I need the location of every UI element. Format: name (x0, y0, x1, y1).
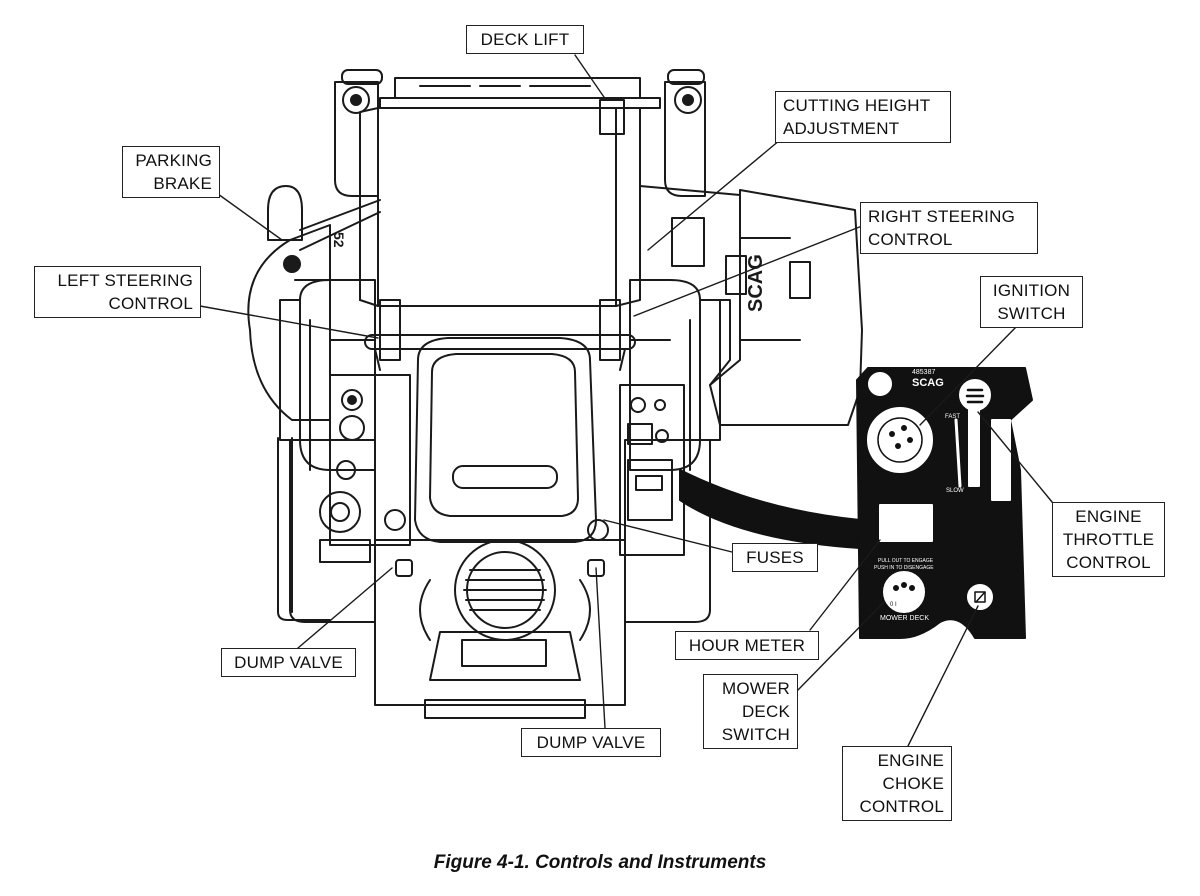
panel-brand: SCAG (912, 377, 944, 389)
engine (374, 539, 626, 719)
left-side (247, 185, 381, 621)
leader-left-steering (199, 305, 379, 339)
left-console (319, 374, 411, 563)
right-console (587, 384, 685, 556)
leader-dump-valve-left (297, 567, 393, 649)
callout-mower-deck-switch: MOWER DECK SWITCH (703, 674, 798, 749)
pto-pull-text: PULL OUT TO ENGAGE (878, 558, 934, 564)
pto-mower-deck-text: MOWER DECK (880, 615, 929, 622)
leader-deck-lift (574, 54, 607, 101)
leader-choke (907, 605, 979, 747)
leader-mower-deck-switch (797, 601, 885, 691)
seat (414, 337, 597, 543)
steering-levers (364, 299, 636, 371)
callout-engine-choke: ENGINE CHOKE CONTROL (842, 746, 952, 821)
leader-parking-brake (217, 193, 283, 241)
control-panel: 485387 SCAG FAST SLOW PULL OUT TO ENGAGE… (856, 367, 1033, 639)
chute-brand-decal: SCAG (745, 254, 767, 312)
leader-cutting-height (647, 139, 781, 251)
callout-left-steering: LEFT STEERING CONTROL (34, 266, 201, 318)
leader-right-steering (633, 225, 863, 317)
callout-ignition-switch: IGNITION SWITCH (980, 276, 1083, 328)
leader-fuses (603, 519, 737, 554)
main-body (279, 279, 721, 623)
panel-part-number: 485387 (912, 369, 935, 376)
rear-box (359, 99, 641, 307)
pto-switch-marks: 0 I (890, 602, 897, 608)
panel-connector (679, 469, 861, 549)
leader-throttle (977, 411, 1058, 509)
discharge-chute (639, 185, 863, 426)
throttle-slow-label: SLOW (946, 488, 964, 494)
leader-hour-meter (809, 539, 881, 631)
leader-lines (199, 54, 1058, 747)
callout-dump-valve-left: DUMP VALVE (221, 648, 356, 677)
rear-frame (334, 69, 706, 197)
callout-parking-brake: PARKING BRAKE (122, 146, 220, 198)
callout-engine-throttle: ENGINE THROTTLE CONTROL (1052, 502, 1165, 577)
callout-deck-lift: DECK LIFT (466, 25, 584, 54)
callout-cutting-height: CUTTING HEIGHT ADJUSTMENT (775, 91, 951, 143)
callout-right-steering: RIGHT STEERING CONTROL (860, 202, 1038, 254)
throttle-fast-label: FAST (945, 414, 960, 420)
callout-dump-valve-right: DUMP VALVE (521, 728, 661, 757)
callout-fuses: FUSES (732, 543, 818, 572)
deck-size-decal: 52 (331, 232, 347, 248)
leader-ignition (919, 324, 1019, 426)
leader-dump-valve-right (595, 567, 606, 729)
callout-hour-meter: HOUR METER (675, 631, 819, 660)
pto-push-text: PUSH IN TO DISENGAGE (874, 565, 934, 571)
figure-caption: Figure 4-1. Controls and Instruments (433, 852, 767, 873)
